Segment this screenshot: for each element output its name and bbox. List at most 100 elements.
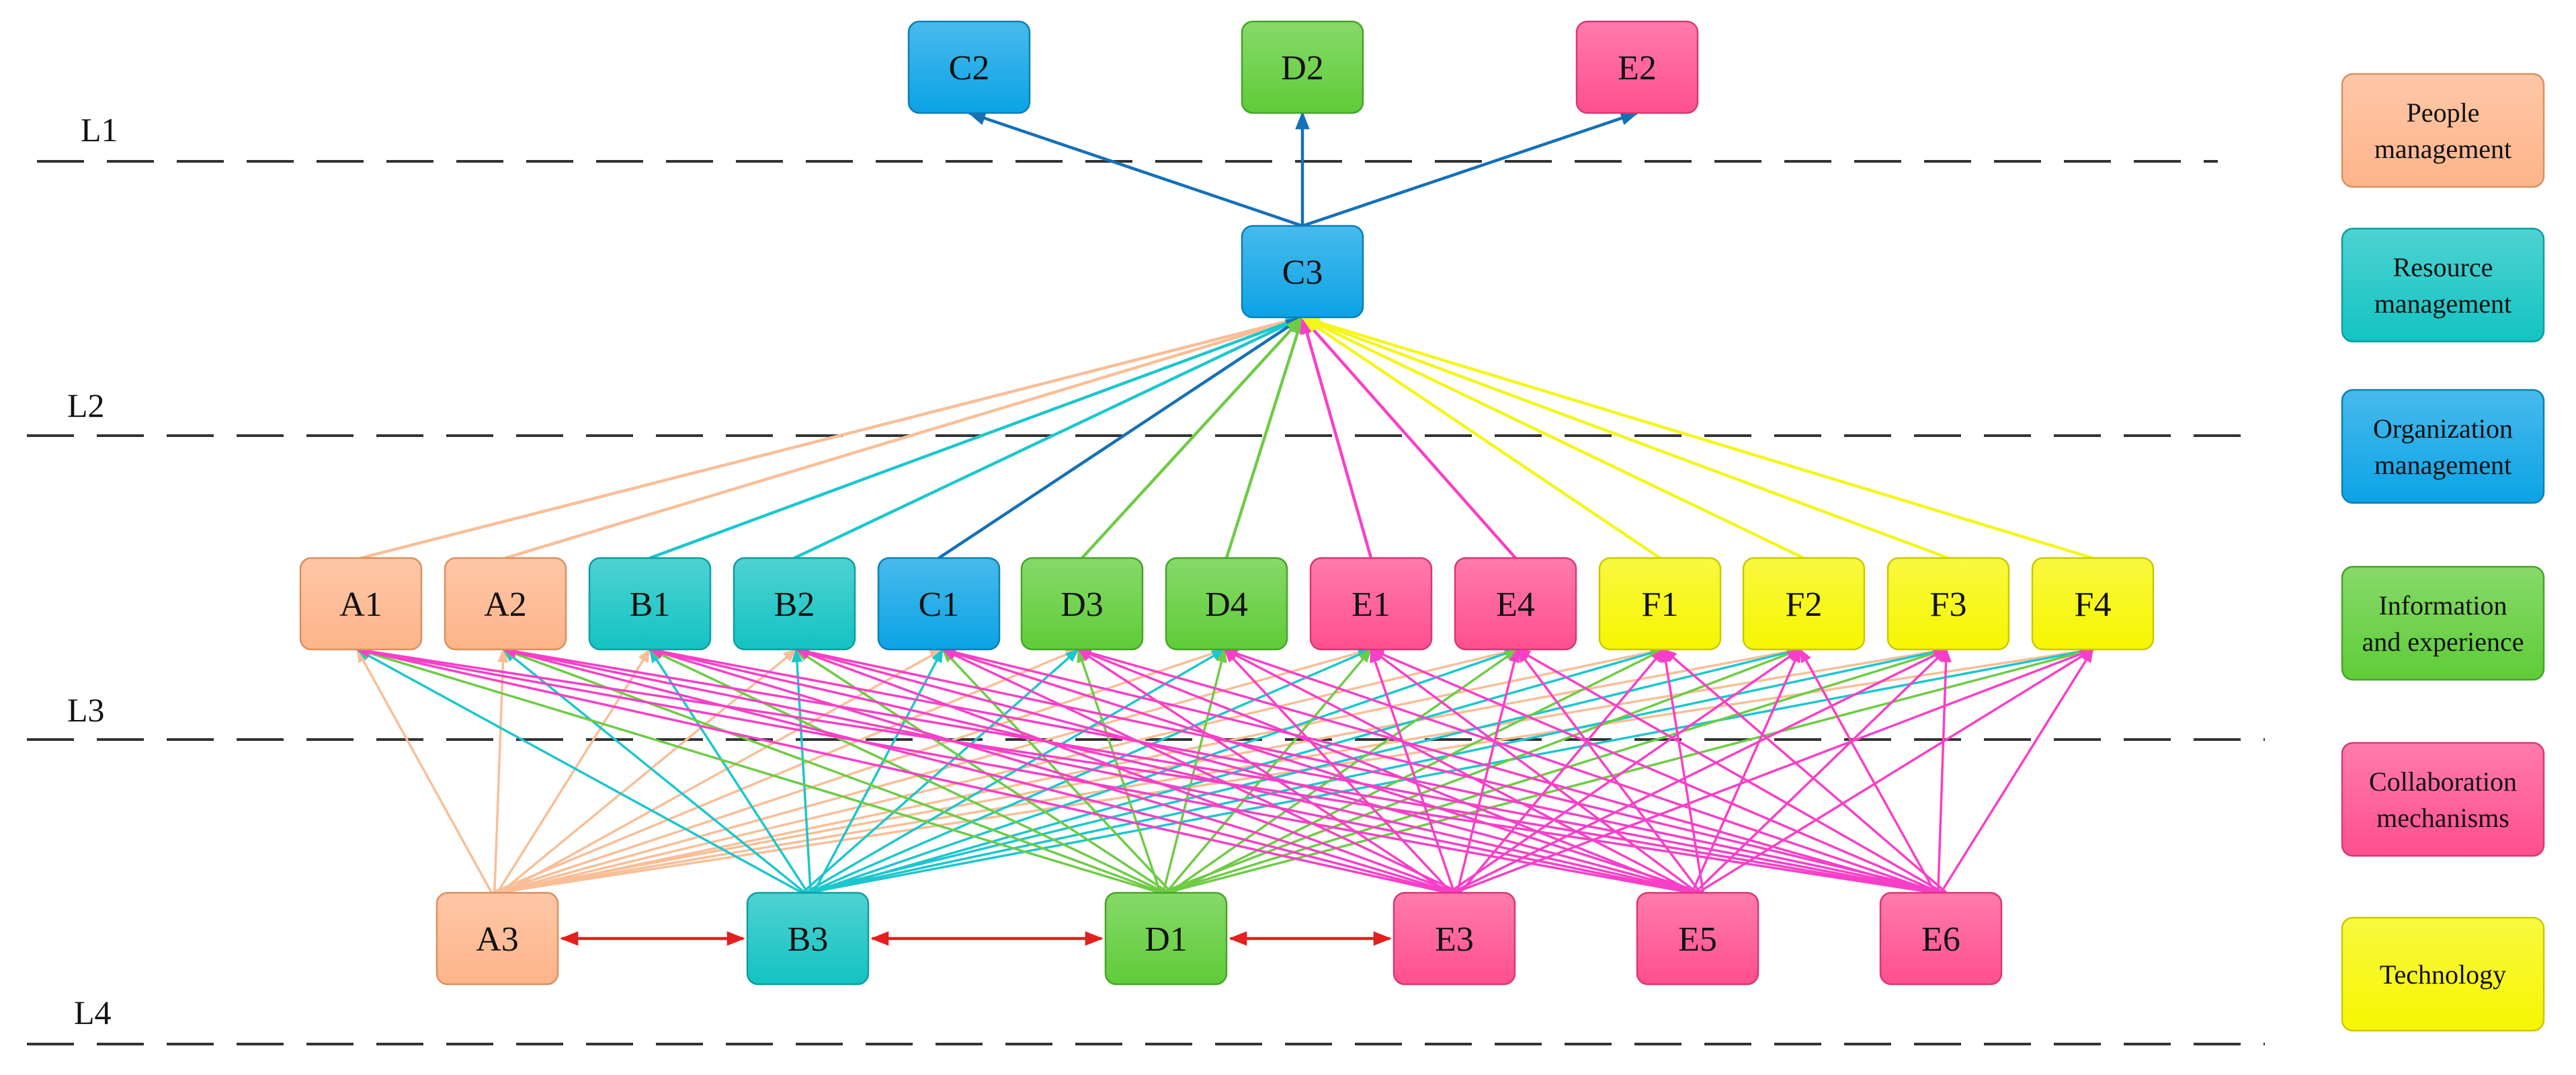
node-label: A3	[476, 920, 519, 959]
node-box	[444, 557, 567, 651]
node-label: E2	[1618, 49, 1657, 87]
edge-b2-c3	[794, 315, 1304, 560]
node-f4: F4	[2031, 557, 2155, 651]
node-b3: B3	[746, 891, 870, 986]
edge-e5-f4	[1697, 648, 2094, 894]
edge-e6-f1	[1663, 648, 1948, 894]
node-label: A2	[484, 586, 527, 624]
node-box	[1104, 891, 1228, 986]
edge-d3-c3	[1081, 316, 1304, 559]
edge-a2-c3	[505, 315, 1304, 560]
legend-item-f: Technology	[2341, 916, 2545, 1032]
node-a3: A3	[435, 891, 559, 986]
node-box	[1309, 557, 1433, 651]
node-d3: D3	[1020, 557, 1144, 651]
edge-f4-c3	[1300, 315, 2093, 560]
edge-d4-c3	[1224, 315, 1304, 559]
edge-a3-f1	[503, 646, 1665, 894]
edge-e5-d4	[1223, 648, 1696, 894]
legend-label: People	[2407, 97, 2480, 128]
legend-swatch	[2341, 565, 2545, 681]
node-e3: E3	[1393, 891, 1516, 986]
edge-e6-f4	[1940, 648, 2094, 893]
node-label: C2	[949, 49, 990, 87]
legend-swatch	[2341, 916, 2545, 1032]
level-label-l4: L4	[74, 994, 112, 1031]
node-box	[2031, 557, 2155, 651]
edge-b3-f1	[813, 647, 1665, 894]
node-e1: E1	[1309, 557, 1433, 651]
node-label: D3	[1061, 586, 1104, 624]
edge-e6-d4	[1223, 648, 1939, 894]
edge-e3-c1	[941, 648, 1461, 894]
node-box	[1241, 225, 1364, 319]
edge-e5-b1	[648, 647, 1698, 894]
node-e2: E2	[1575, 20, 1699, 114]
legend-item-a: People management	[2341, 73, 2545, 188]
node-label: B1	[630, 586, 671, 624]
legend-label: management	[2374, 288, 2511, 319]
edge-a3-d4	[494, 648, 1227, 894]
edge-e5-e1	[1370, 648, 1699, 894]
legend-swatch	[2341, 227, 2545, 343]
edge-e5-a1	[356, 646, 1692, 894]
edge-a1-c3	[360, 314, 1304, 560]
node-box	[1020, 557, 1144, 651]
edge-e5-f3	[1694, 648, 1948, 894]
edge-e6-a2	[502, 645, 1939, 894]
level-label-l3: L3	[67, 691, 105, 729]
edge-b3-a1	[356, 648, 803, 894]
node-d4: D4	[1165, 557, 1288, 651]
edge-f2-c3	[1300, 315, 1804, 560]
legend-swatch	[2341, 389, 2545, 504]
node-label: E4	[1496, 586, 1535, 624]
node-f2: F2	[1742, 557, 1866, 651]
legend-label: management	[2374, 450, 2511, 480]
edge-d1-c1	[942, 648, 1173, 894]
node-label: F3	[1930, 586, 1967, 624]
edge-e5-b2	[794, 647, 1701, 894]
node-box	[588, 557, 712, 651]
edge-d1-b2	[795, 648, 1170, 894]
node-c3: C3	[1241, 225, 1364, 319]
node-label: B2	[774, 586, 815, 624]
node-box	[1886, 557, 2010, 651]
edge-e3-b1	[648, 647, 1455, 894]
edge-e3-e1	[1370, 648, 1456, 893]
edge-b3-c1	[812, 648, 944, 893]
legend-swatch	[2341, 73, 2545, 188]
edges	[356, 111, 2095, 946]
edge-a3-a2	[493, 647, 509, 893]
node-box	[1742, 557, 1866, 651]
node-box	[1598, 557, 1722, 651]
edge-e6-d3	[1077, 647, 1936, 894]
node-box	[907, 20, 1031, 114]
level-label-l2: L2	[67, 387, 105, 424]
node-label: E6	[1921, 920, 1960, 959]
node-b1: B1	[588, 557, 712, 651]
edge-d1-d4	[1162, 647, 1227, 893]
node-e6: E6	[1879, 891, 2003, 986]
node-f3: F3	[1886, 557, 2010, 651]
legend-label: management	[2374, 134, 2511, 164]
node-label: F1	[1642, 586, 1679, 624]
node-d2: D2	[1241, 20, 1364, 114]
legend-label: Information	[2378, 590, 2507, 621]
node-box	[435, 891, 559, 986]
node-label: D1	[1145, 920, 1188, 959]
node-label: E3	[1435, 920, 1474, 959]
edge-b3-d4	[804, 648, 1227, 894]
edge-b3-f4	[807, 646, 2095, 894]
node-label: D2	[1281, 49, 1324, 87]
edge-f1-c3	[1300, 316, 1661, 559]
node-box	[733, 557, 856, 651]
edge-b3-d3	[801, 648, 1079, 894]
level-label-l1: L1	[81, 111, 118, 149]
edge-a3-e4	[499, 647, 1519, 894]
